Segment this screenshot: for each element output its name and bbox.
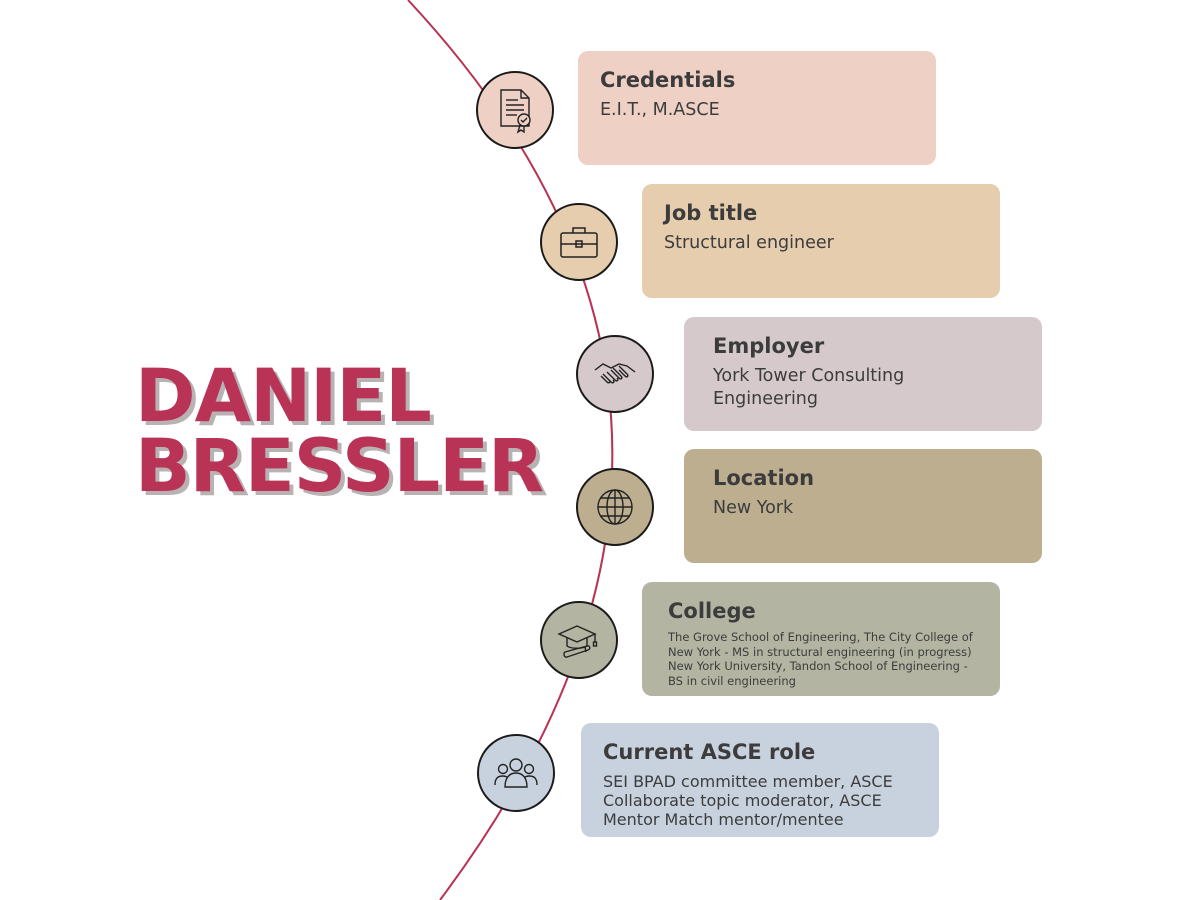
employer-value: York Tower Consulting Engineering: [713, 366, 905, 409]
college-title: College: [668, 599, 756, 623]
first-name: DANIEL: [135, 354, 432, 439]
briefcase-icon: [560, 227, 598, 258]
job-title-value: Structural engineer: [664, 233, 834, 253]
person-name: DANIEL BRESSLER: [135, 354, 544, 509]
location-value: New York: [713, 498, 794, 518]
employer-title: Employer: [713, 334, 825, 358]
college-value: The Grove School of Engineering, The Cit…: [668, 630, 973, 688]
people-group-icon: [494, 758, 538, 788]
last-name: BRESSLER: [135, 424, 544, 509]
employer-icon-circle: [576, 335, 654, 413]
credentials-icon-circle: [476, 71, 554, 149]
college-icon-circle: [540, 601, 618, 679]
handshake-icon: [594, 363, 636, 384]
job-title-icon-circle: [540, 203, 618, 281]
job-title-title: Job title: [664, 201, 758, 225]
credentials-card: Credentials E.I.T., M.ASCE: [578, 51, 936, 165]
location-icon-circle: [576, 468, 654, 546]
credentials-title: Credentials: [600, 68, 736, 92]
credentials-value: E.I.T., M.ASCE: [600, 100, 720, 120]
globe-icon: [597, 489, 633, 525]
employer-card: Employer York Tower Consulting Engineeri…: [684, 317, 1042, 431]
location-title: Location: [713, 466, 815, 490]
location-card: Location New York: [684, 449, 1042, 563]
asce-role-card: Current ASCE role SEI BPAD committee mem…: [581, 723, 939, 837]
asce-role-title: Current ASCE role: [603, 740, 816, 764]
asce-role-icon-circle: [477, 734, 555, 812]
asce-role-value: SEI BPAD committee member, ASCE Collabor…: [603, 772, 893, 829]
job-title-card: Job title Structural engineer: [642, 184, 1000, 298]
certificate-icon: [500, 89, 531, 134]
college-card: College The Grove School of Engineering,…: [642, 582, 1000, 696]
graduation-cap-icon: [557, 625, 598, 658]
